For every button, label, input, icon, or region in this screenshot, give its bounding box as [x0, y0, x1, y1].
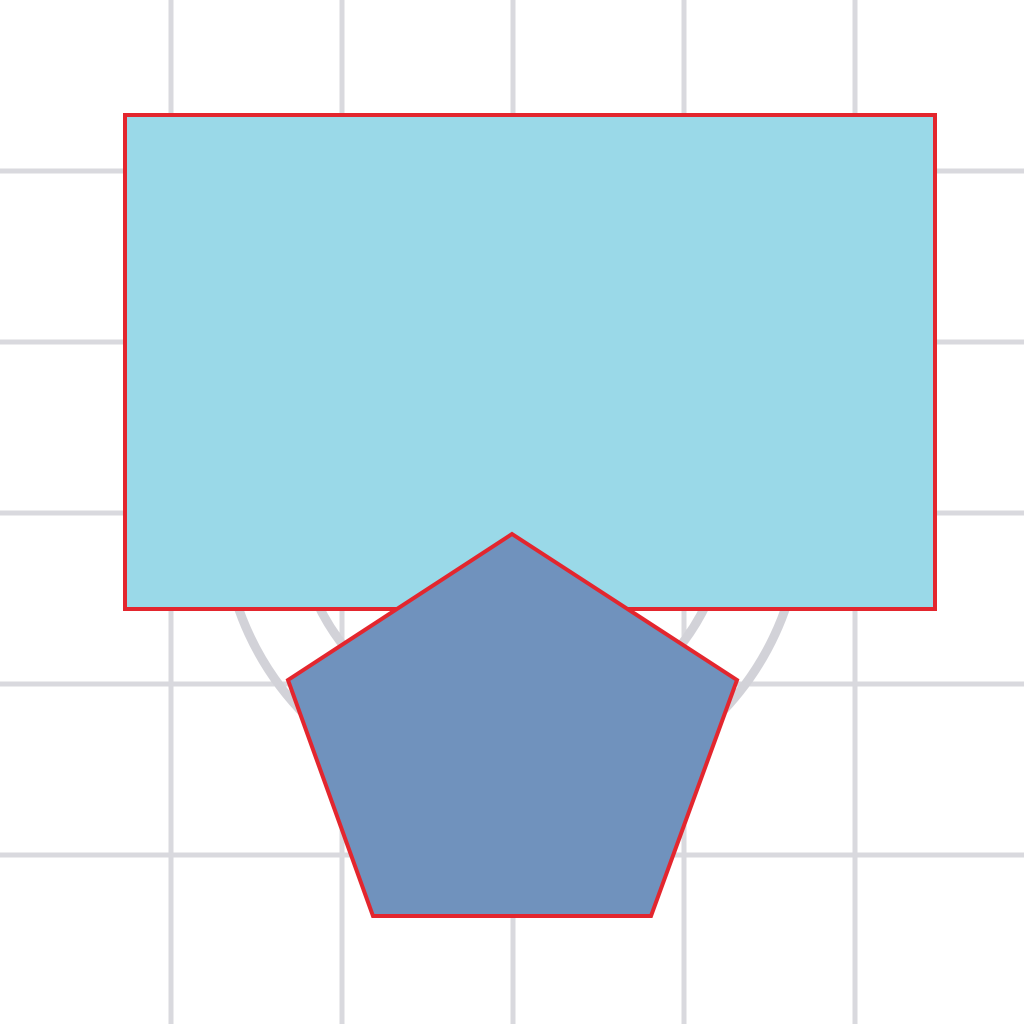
pentagon-shape[interactable] — [285, 531, 740, 918]
rectangle-shape[interactable] — [123, 113, 937, 611]
